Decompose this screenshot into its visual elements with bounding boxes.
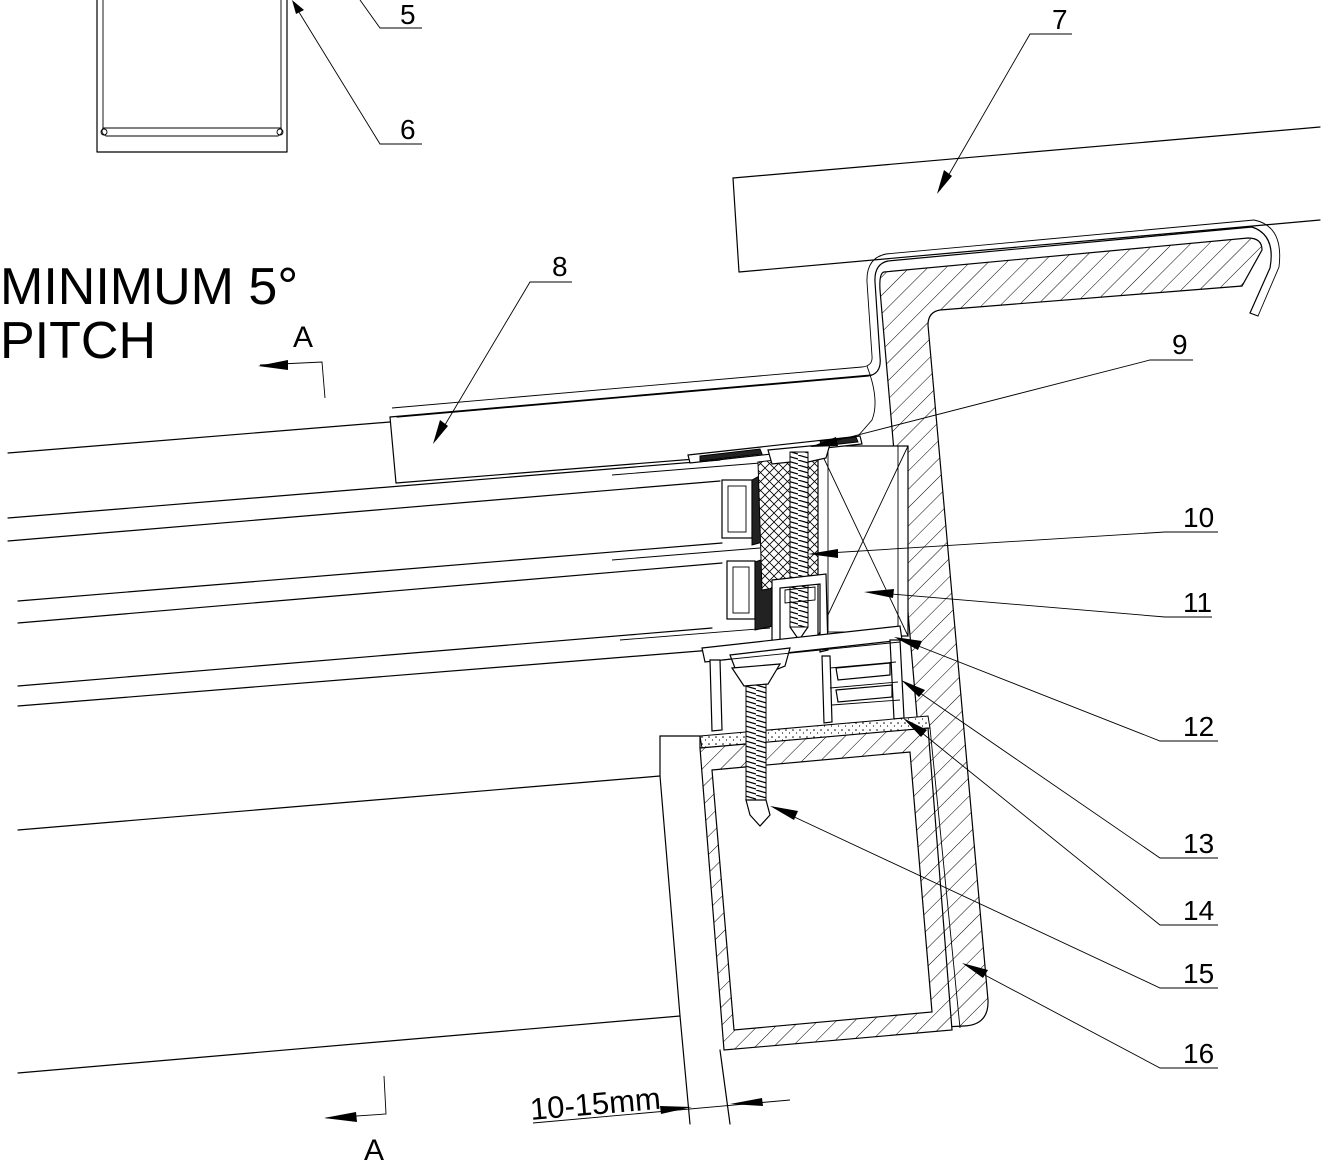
callout-12: 12 xyxy=(1183,711,1214,742)
callout-8: 8 xyxy=(552,251,568,282)
section-label-top: A xyxy=(293,321,313,354)
section-marker-top: A xyxy=(258,321,326,399)
callout-6: 6 xyxy=(400,114,416,145)
upper-roof-slab xyxy=(732,126,1321,273)
upper-box-profile xyxy=(96,0,288,153)
upper-screw xyxy=(789,451,809,641)
section-marker-bottom: A xyxy=(324,1075,387,1164)
gap-dimension: 10-15mm xyxy=(529,1081,791,1127)
callout-14: 14 xyxy=(1183,895,1214,926)
callout-leaders xyxy=(292,0,1218,1069)
section-label-bottom: A xyxy=(364,1134,384,1164)
lower-screw xyxy=(730,663,782,827)
timber-block xyxy=(817,445,909,637)
callout-16: 16 xyxy=(1183,1038,1214,1069)
callout-9: 9 xyxy=(1172,329,1188,360)
pitch-note: MINIMUM 5° PITCH xyxy=(0,258,298,370)
hatched-upstand-profile xyxy=(879,237,1263,1028)
callout-5: 5 xyxy=(400,0,416,30)
callout-11: 11 xyxy=(1183,587,1212,618)
inner-plank xyxy=(389,374,873,484)
pitch-note-line2: PITCH xyxy=(0,312,156,370)
callout-15: 15 xyxy=(1183,958,1214,989)
callout-13: 13 xyxy=(1183,828,1214,859)
gap-dimension-label: 10-15mm xyxy=(529,1081,662,1127)
callout-10: 10 xyxy=(1183,502,1214,533)
callout-numbers: 5 6 7 8 9 10 11 12 13 14 15 16 xyxy=(400,0,1214,1069)
steel-box-section xyxy=(659,727,961,1125)
pitch-note-line1: MINIMUM 5° xyxy=(0,258,298,316)
cap-flashing xyxy=(391,219,1281,437)
roof-sheet-lines xyxy=(7,421,771,1074)
callout-7: 7 xyxy=(1052,4,1068,35)
glazing-bar-profile xyxy=(701,573,905,732)
